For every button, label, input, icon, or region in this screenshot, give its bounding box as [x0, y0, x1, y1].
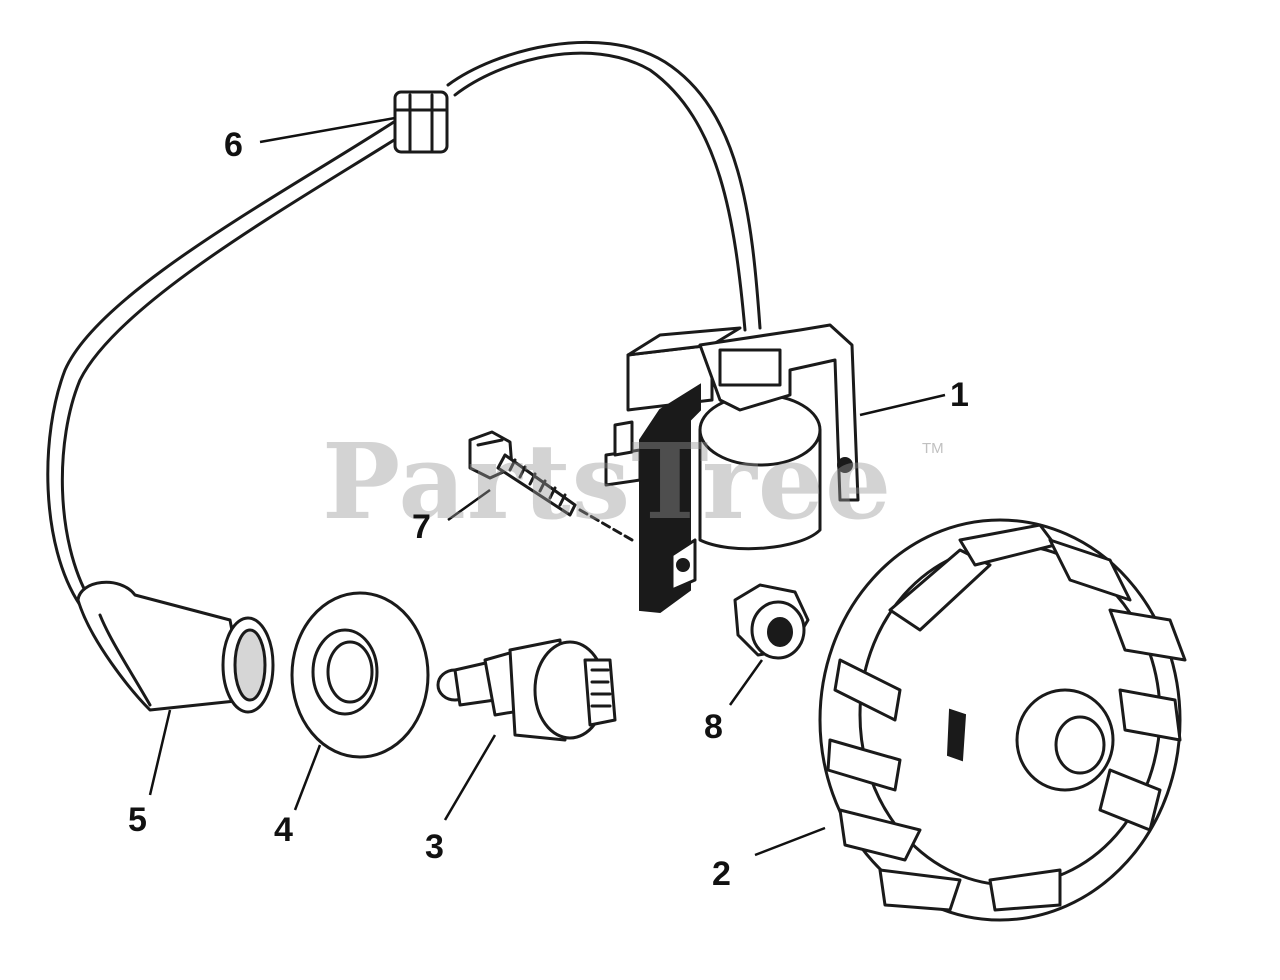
- callout-5: 5: [128, 801, 147, 839]
- grommet-part-6: [393, 90, 449, 154]
- leader-8: [728, 659, 764, 706]
- leader-2: [754, 826, 826, 857]
- flywheel-part-2: [818, 518, 1187, 922]
- leader-7: [447, 488, 491, 522]
- callout-3: 3: [425, 828, 444, 866]
- partstree-watermark: PartsTree: [322, 420, 893, 543]
- washer-part-4: [290, 591, 430, 759]
- ignition-coil-part-1: [604, 323, 860, 614]
- callout-7: 7: [412, 508, 431, 546]
- nut-part-8: [733, 583, 810, 660]
- leader-6: [259, 116, 396, 144]
- spark-plug-part-3: [436, 638, 617, 742]
- leader-4: [293, 744, 322, 811]
- callout-6: 6: [224, 126, 243, 164]
- leader-1: [859, 393, 946, 417]
- callout-8: 8: [704, 708, 723, 746]
- leader-lines: [148, 116, 946, 857]
- callout-1: 1: [950, 376, 969, 414]
- leader-3: [443, 734, 497, 821]
- screw-part-7: [468, 430, 634, 542]
- spark-plug-boot-part-5: [76, 580, 275, 714]
- callout-2: 2: [712, 855, 731, 893]
- trademark-mark: TM: [922, 440, 944, 457]
- callout-4: 4: [274, 811, 293, 849]
- leader-5: [148, 709, 172, 796]
- ignition-lead-wire: [46, 40, 762, 607]
